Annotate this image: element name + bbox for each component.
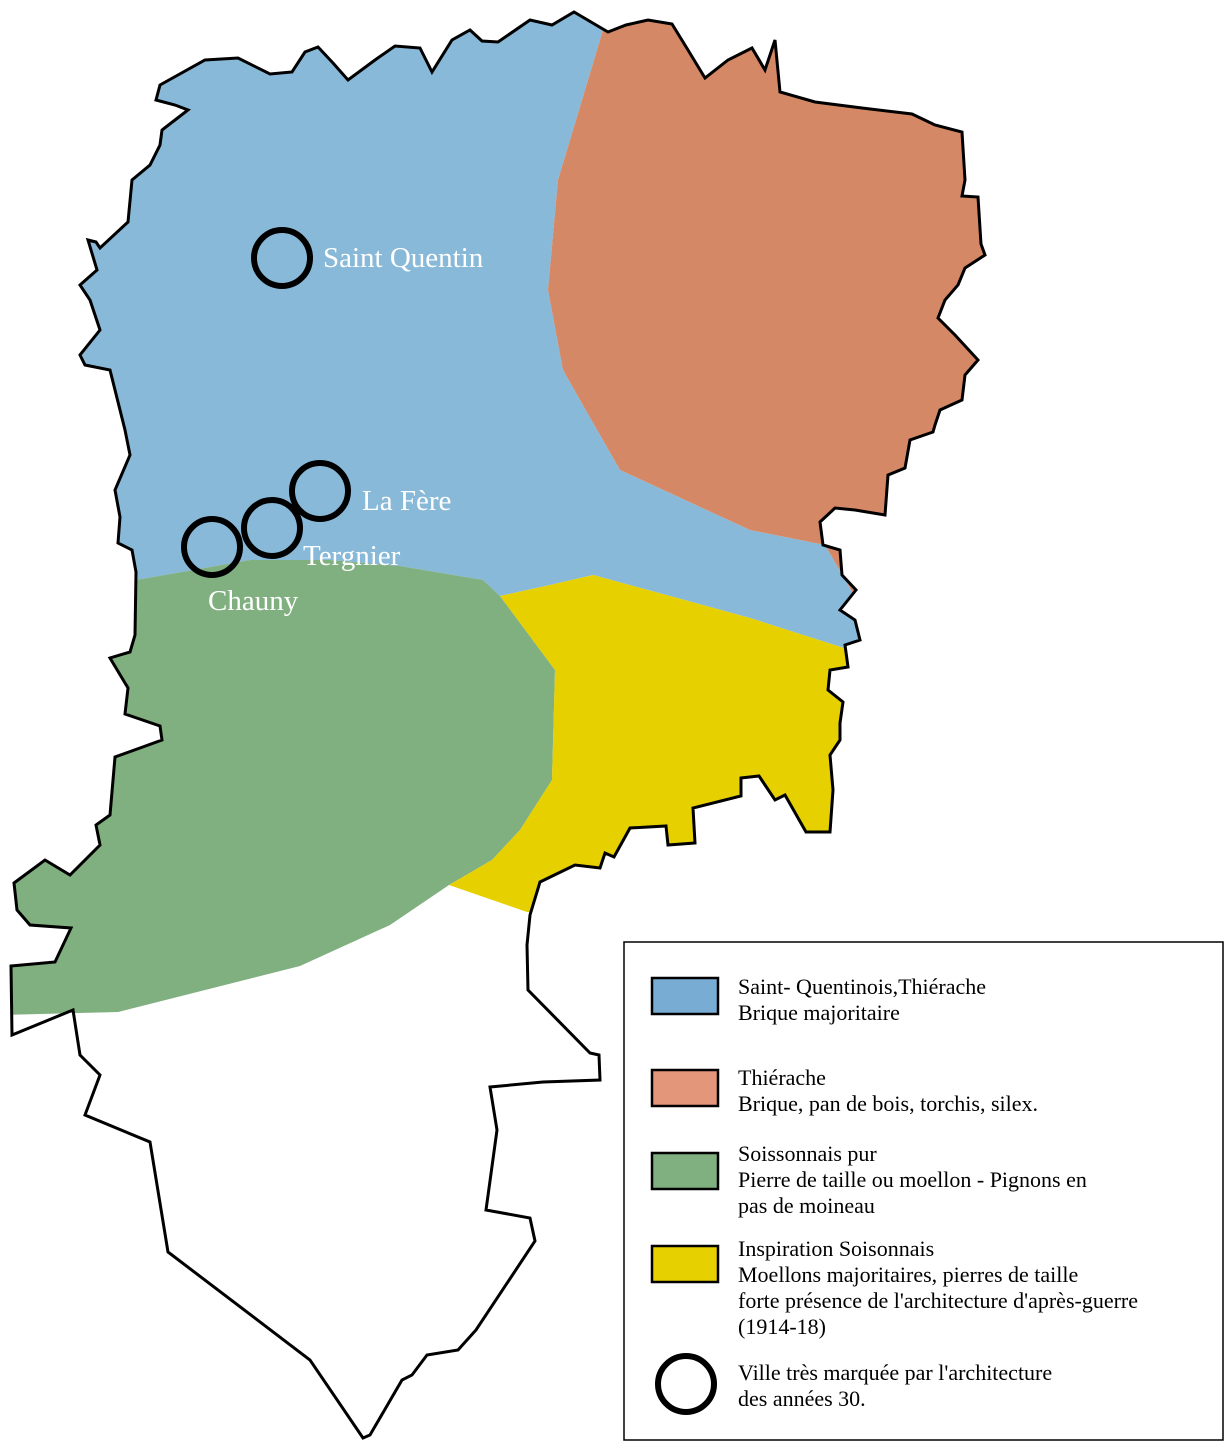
- city-marker-tergnier: [241, 497, 303, 559]
- city-marker-la-fere: [289, 460, 351, 522]
- legend-desc-ville: des années 30.: [738, 1386, 866, 1411]
- legend: Saint- Quentinois,Thiérache Brique major…: [623, 941, 1224, 1441]
- legend-label-inspiration: Inspiration Soisonnais: [738, 1236, 934, 1261]
- department-outline: [9, 10, 987, 1440]
- region-thierache: [548, 12, 985, 640]
- legend-label-ville: Ville très marquée par l'architecture: [738, 1360, 1052, 1385]
- legend-swatch-saint-quentinois: [650, 976, 720, 1016]
- city-marker-saint-quentin: [251, 227, 313, 289]
- legend-box: [623, 941, 1224, 1441]
- legend-desc-soissonnais-pur-1: Pierre de taille ou moellon - Pignons en: [738, 1167, 1087, 1192]
- city-label-chauny: Chauny: [208, 585, 299, 617]
- legend-label-soissonnais-pur: Soissonnais pur: [738, 1141, 877, 1166]
- city-label-la-fere: La Fère: [362, 485, 451, 517]
- legend-swatch-soissonnais-pur: [650, 1151, 720, 1191]
- legend-desc-saint-quentinois: Brique majoritaire: [738, 1000, 900, 1025]
- legend-circle-icon: [655, 1353, 717, 1415]
- legend-swatch-thierache: [650, 1068, 720, 1108]
- city-marker-chauny: [181, 516, 243, 578]
- region-saint-quentinois: [11, 12, 880, 650]
- region-fills: [11, 12, 985, 1015]
- legend-swatch-inspiration: [650, 1244, 720, 1284]
- legend-desc-inspiration-1: Moellons majoritaires, pierres de taille: [738, 1262, 1078, 1287]
- city-label-tergnier: Tergnier: [303, 540, 401, 572]
- legend-label-saint-quentinois: Saint- Quentinois,Thiérache: [738, 974, 986, 999]
- region-soissonnais-pur: [11, 560, 555, 1015]
- city-label-saint-quentin: Saint Quentin: [323, 242, 484, 274]
- legend-desc-inspiration-3: (1914-18): [738, 1314, 826, 1339]
- legend-label-thierache: Thiérache: [738, 1065, 826, 1090]
- legend-desc-thierache: Brique, pan de bois, torchis, silex.: [738, 1091, 1038, 1116]
- legend-desc-soissonnais-pur-2: pas de moineau: [738, 1193, 875, 1218]
- legend-desc-inspiration-2: forte présence de l'architecture d'après…: [738, 1288, 1138, 1313]
